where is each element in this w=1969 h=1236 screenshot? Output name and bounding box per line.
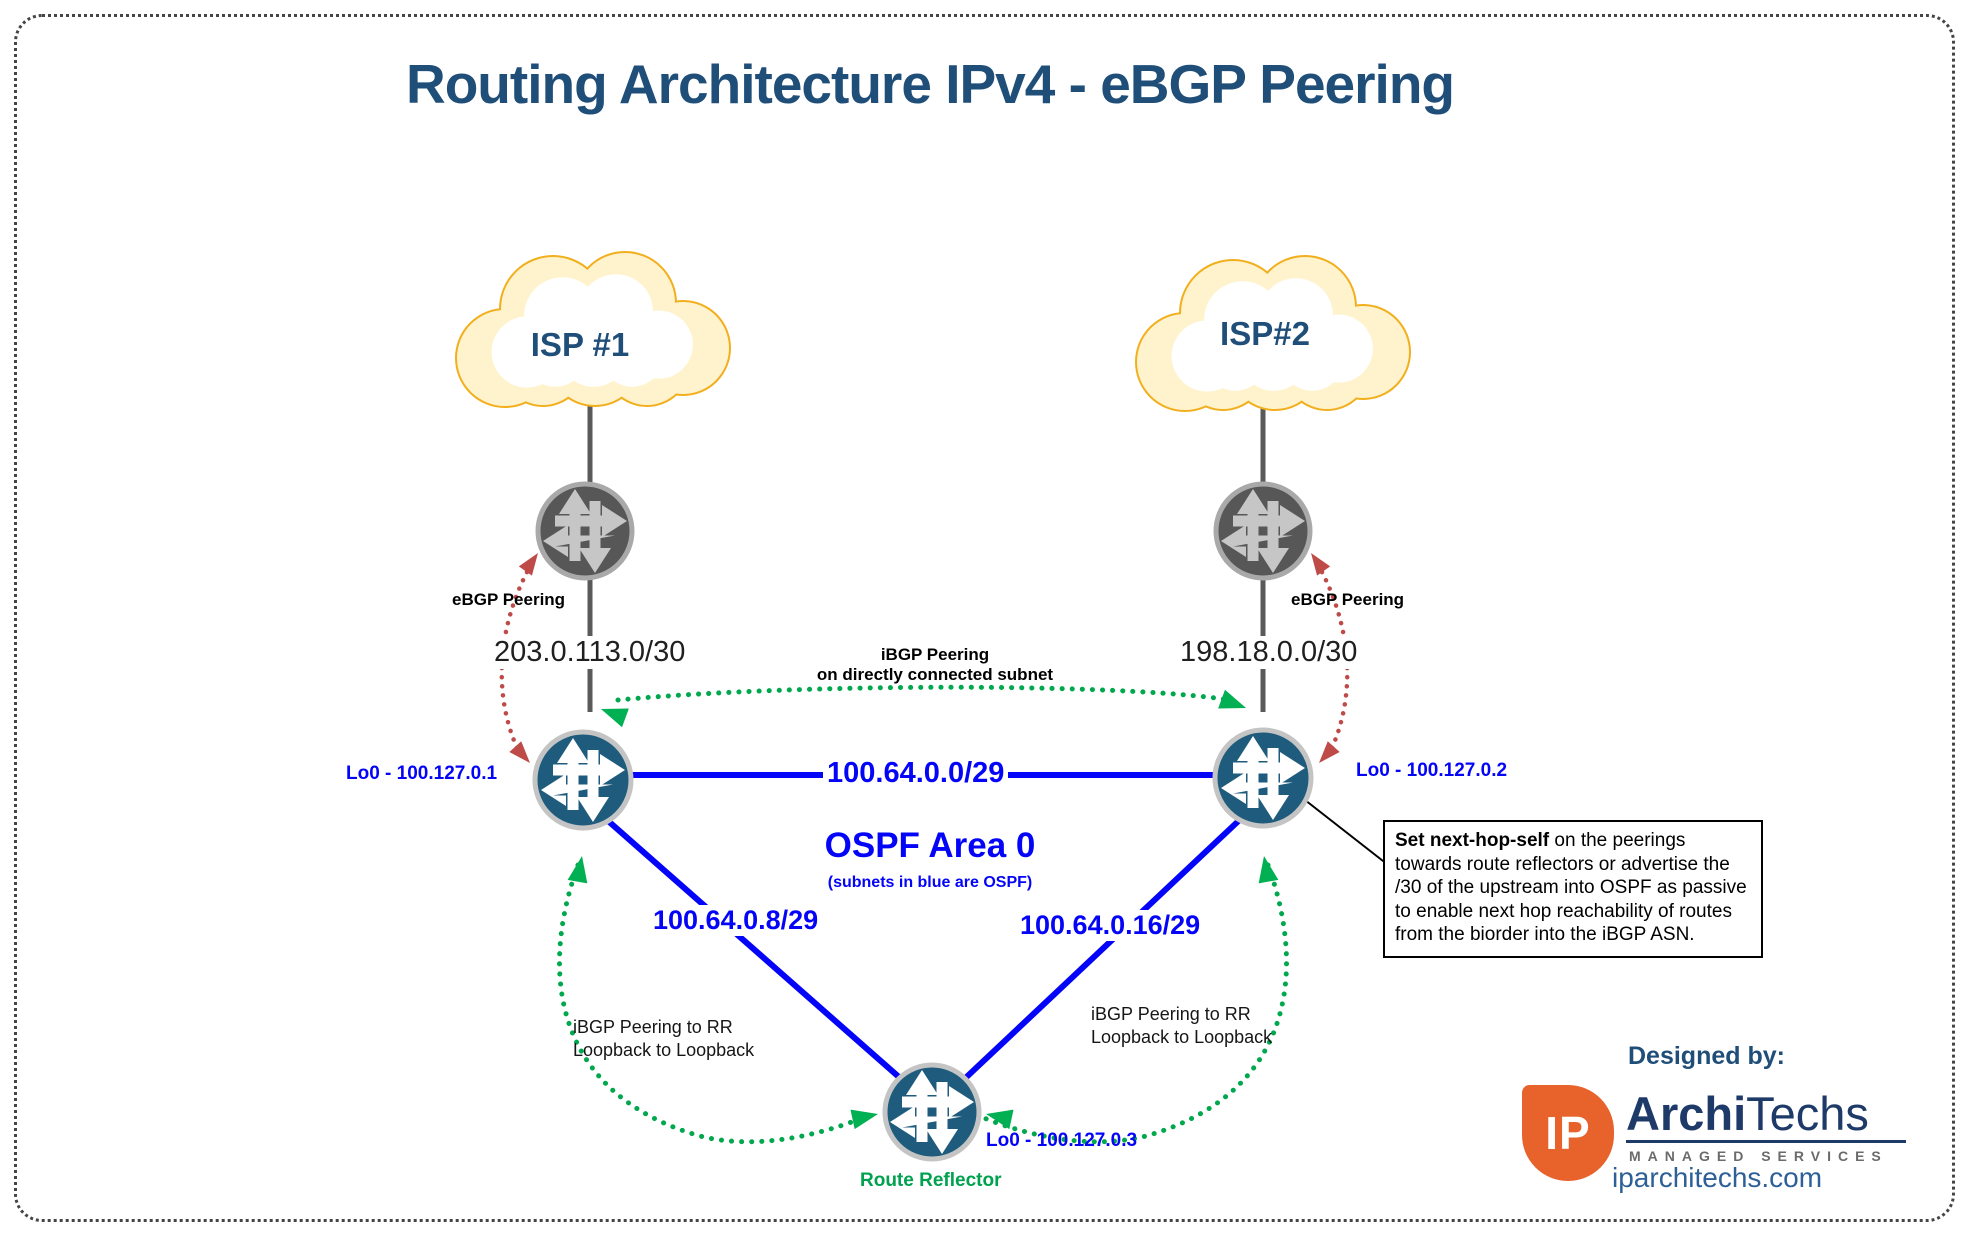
left-diag-subnet-label: 100.64.0.8/29: [650, 905, 822, 936]
ebgp-right-bottom-arrowhead: [1313, 741, 1340, 769]
isp2-edge-router-icon: [1213, 481, 1313, 581]
managed-services-label: MANAGED SERVICES: [1629, 1148, 1888, 1164]
ebgp-peering-right-label: eBGP Peering: [1291, 590, 1405, 609]
ip-logo-icon: IP: [1522, 1085, 1614, 1181]
ibgp-right-up-arrowhead: [1254, 854, 1279, 884]
ibgp-rr-right-label: iBGP Peering to RR Loopback to Loopback: [1091, 1003, 1272, 1049]
link-right-rr: [955, 809, 1251, 1088]
route-reflector-router-icon: [882, 1062, 982, 1162]
ip-logo-text: IP: [1545, 1107, 1591, 1159]
right-diag-subnet-label: 100.64.0.16/29: [1017, 910, 1204, 941]
ospf-area-label: OSPF Area 0: [824, 826, 1036, 865]
ebgp-peering-left-label: eBGP Peering: [452, 590, 566, 609]
isp2-label: ISP#2: [1220, 315, 1310, 352]
architechs-archi: Archi: [1626, 1087, 1747, 1140]
ibgp-right-rr-arrowhead: [983, 1104, 1014, 1130]
lo0-router2-label: Lo0 - 100.127.0.2: [1356, 760, 1508, 781]
ibgp-rr-left-line2: Loopback to Loopback: [573, 1040, 755, 1060]
link-left-rr: [596, 809, 910, 1088]
core-subnet-label: 100.64.0.0/29: [823, 757, 1009, 790]
architechs-techs: Techs: [1746, 1087, 1869, 1140]
route-reflector-label: Route Reflector: [860, 1170, 1002, 1191]
ibgp-top-label-line2: on directly connected subnet: [816, 665, 1054, 684]
isp2-subnet-label: 198.18.0.0/30: [1176, 636, 1362, 669]
note-bold-text: Set next-hop-self: [1395, 830, 1550, 851]
ibgp-top-left-arrowhead: [597, 699, 629, 728]
ibgp-top-right-arrowhead: [1218, 689, 1250, 718]
ospf-note-label: (subnets in blue are OSPF): [827, 874, 1033, 891]
logo-underline: [1626, 1140, 1906, 1143]
ibgp-top-curve: [615, 684, 1233, 703]
ibgp-left-rr-curve: [556, 862, 865, 1145]
ibgp-top-label-line1: iBGP Peering: [880, 645, 990, 664]
ibgp-top-label: iBGP Peering on directly connected subne…: [780, 645, 1090, 685]
ibgp-right-rr-curve: [981, 862, 1290, 1145]
website-label: iparchitechs.com: [1612, 1162, 1823, 1193]
note-body-text: on the peerings towards route reflectors…: [1395, 830, 1747, 945]
isp1-subnet-label: 203.0.113.0/30: [490, 636, 690, 669]
architechs-wordmark: ArchiTechs: [1626, 1086, 1869, 1141]
designed-by-label: Designed by:: [1628, 1042, 1785, 1070]
page-title: Routing Architecture IPv4 - eBGP Peering: [405, 53, 1455, 115]
border-router1-icon: [532, 729, 634, 831]
lo0-router1-label: Lo0 - 100.127.0.1: [346, 763, 498, 784]
ibgp-rr-right-line2: Loopback to Loopback: [1091, 1027, 1273, 1047]
ebgp-left-bottom-arrowhead: [509, 741, 536, 769]
isp1-label: ISP #1: [530, 326, 630, 363]
isp1-edge-router-icon: [535, 481, 635, 581]
border-router2-icon: [1212, 727, 1314, 829]
next-hop-self-note: Set next-hop-self on the peerings toward…: [1383, 820, 1763, 958]
ibgp-rr-left-line1: iBGP Peering to RR: [573, 1017, 733, 1037]
ibgp-left-rr-arrowhead: [850, 1104, 881, 1130]
lo0-rr-label: Lo0 - 100.127.0.3: [986, 1130, 1138, 1151]
ibgp-rr-right-line1: iBGP Peering to RR: [1091, 1004, 1251, 1024]
callout-leader-line: [1304, 799, 1393, 869]
ebgp-right-top-arrowhead: [1304, 548, 1331, 576]
ibgp-left-up-arrowhead: [567, 854, 592, 884]
ibgp-rr-left-label: iBGP Peering to RR Loopback to Loopback: [573, 1016, 754, 1062]
